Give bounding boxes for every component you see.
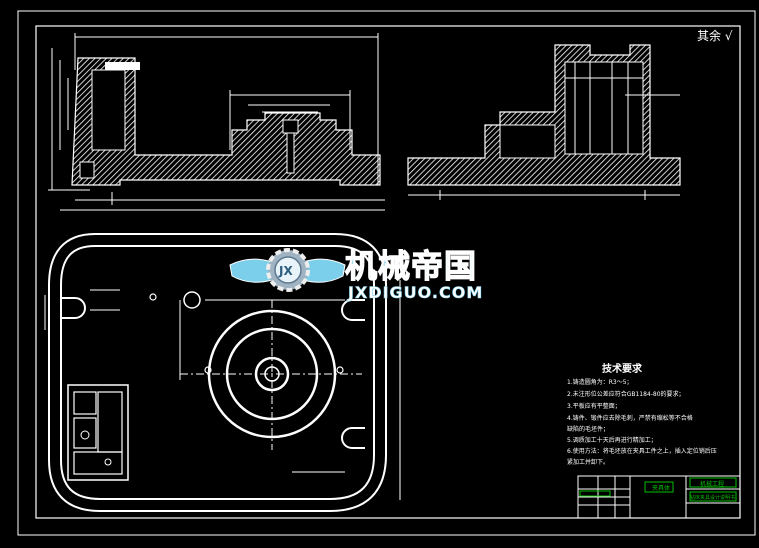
inner-frame [35,25,741,519]
side-view [407,44,681,200]
corner-note-text: 其余 √ [697,28,733,43]
watermark-cn-text: 机械帝国 [345,247,477,285]
tech-requirements: 技术要求 1.铸造圆角为：R3～5； 2.未注形位公差应符合GB1184-80的… [567,362,717,466]
tech-req-line: 缺陷的毛坯件； [567,425,609,433]
front-view-body [71,57,381,186]
tech-req-line: 6.使用方法：将毛坯放在夹具工件之上，插入定位销后压 [567,447,717,455]
watermark-en-text: JXDIGUO.COM [347,283,483,302]
outer-frame [17,10,756,536]
wing-left-icon [229,258,273,283]
tech-requirements-title: 技术要求 [602,362,643,375]
title-cell-drawing-name: 钻床夹具设计说明书 [690,494,735,501]
tech-req-line: 4.铸件、锻件应去除毛刺，严禁有缩松等不合格 [567,414,693,422]
watermark-emblem-text: JX [278,264,293,278]
title-cell-part-name: 夹具体 [652,484,670,492]
title-block [577,475,741,519]
watermark: JX 机械帝国 JXDIGUO.COM [229,246,483,302]
plan-view [44,233,401,512]
tech-req-line: 紧加工并卸下。 [567,458,609,466]
tech-req-line: 1.铸造圆角为：R3～5； [567,378,633,386]
tech-req-line: 3.平板应有平整面； [567,402,621,410]
surface-roughness-note: 其余 √ [697,28,733,43]
tech-req-line: 2.未注形位公差应符合GB1184-80的要求； [567,390,685,398]
title-cell-school: 机械工程 [700,480,724,488]
tech-req-line: 5.调质加工十天后再进行精加工； [567,436,657,444]
